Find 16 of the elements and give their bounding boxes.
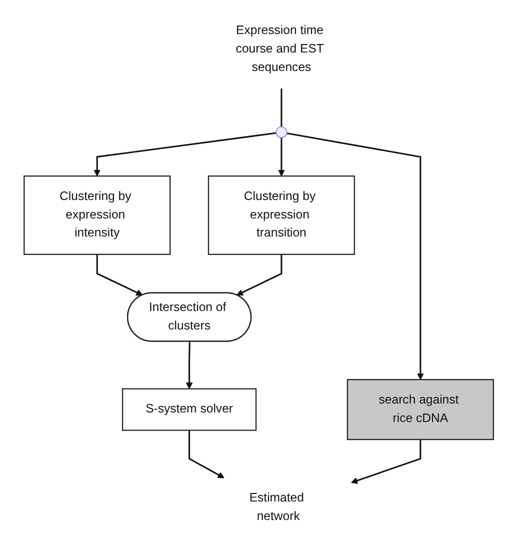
arrow xyxy=(286,132,424,380)
node-box: Clustering by expression intensity xyxy=(24,175,171,254)
arrow xyxy=(236,254,282,296)
connector xyxy=(280,88,282,126)
node-text: Estimated network xyxy=(250,491,304,523)
arrow xyxy=(278,137,286,176)
arrow xyxy=(186,341,193,389)
arrow xyxy=(188,430,225,478)
node-box: Clustering by expression transition xyxy=(208,175,356,254)
node-text: Expression time course and EST sequences xyxy=(236,23,324,74)
arrow xyxy=(96,254,144,296)
node-box: search against rice cDNA xyxy=(347,378,494,440)
arrow xyxy=(351,439,422,484)
node-circle xyxy=(276,126,288,138)
arrow xyxy=(94,132,276,176)
node-box: S-system solver xyxy=(122,388,257,430)
